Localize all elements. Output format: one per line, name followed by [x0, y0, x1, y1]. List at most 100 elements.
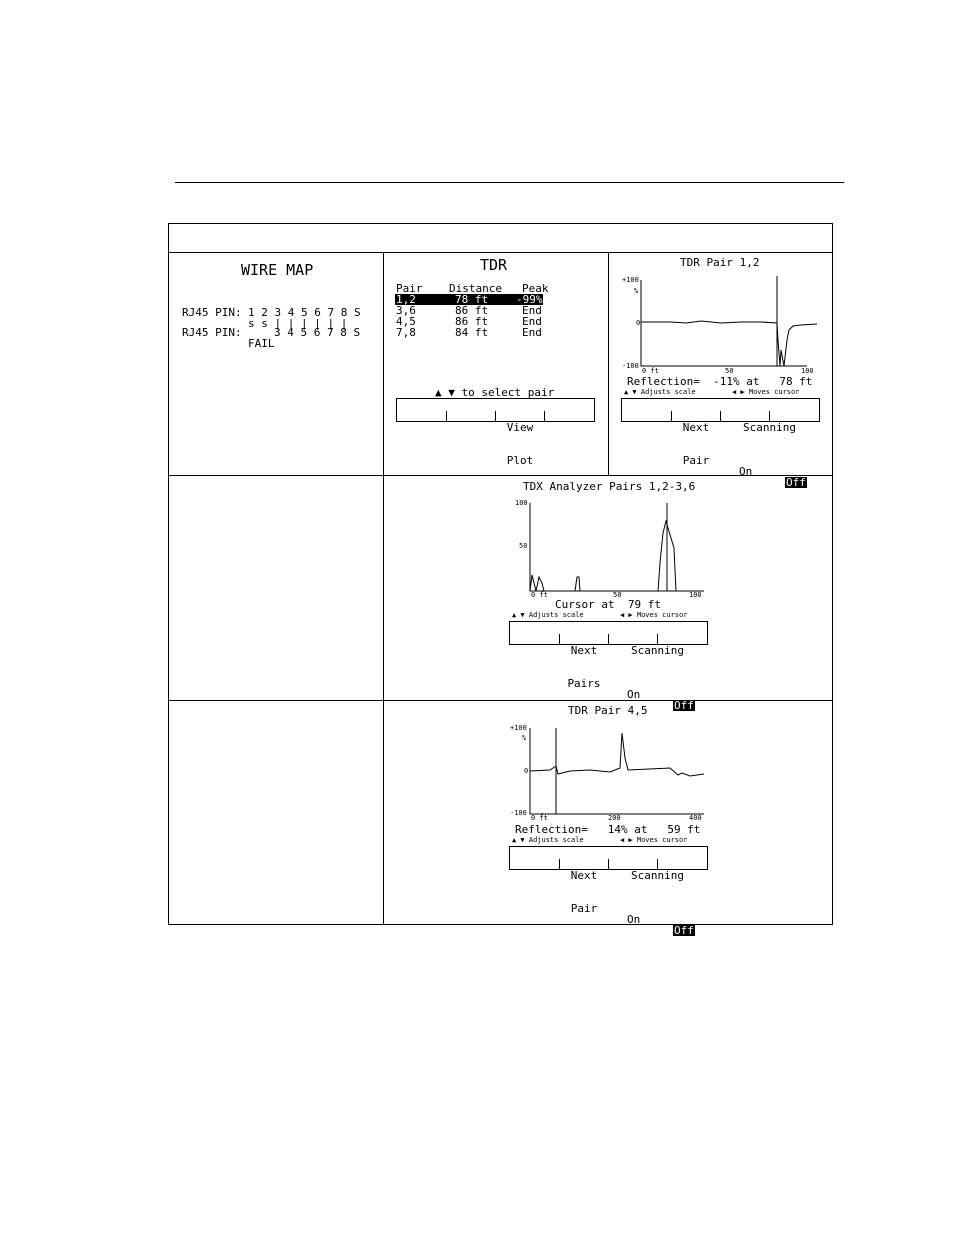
- softkey-divider: [544, 411, 545, 421]
- plot3-title: TDR Pair 4,5: [568, 704, 648, 717]
- softkey-divider: [495, 411, 496, 421]
- plot2-title: TDX Analyzer Pairs 1,2-3,6: [523, 480, 696, 493]
- scanning-label: Scanning: [631, 644, 684, 657]
- plot2-chart: [529, 503, 704, 592]
- column-divider: [383, 252, 384, 924]
- next-pair-label-bottom: Pair: [682, 454, 710, 467]
- tdr-row-pair: 7,8: [396, 326, 416, 339]
- scanning-label: Scanning: [631, 869, 684, 882]
- scanning-off-option[interactable]: Off: [785, 476, 807, 489]
- results-table: [168, 223, 833, 925]
- plot1-xtick: 100: [801, 367, 814, 375]
- softkey-divider: [608, 859, 609, 869]
- wiremap-row2-label: RJ45 PIN:: [182, 326, 242, 339]
- softkey-divider: [608, 634, 609, 644]
- softkey-divider: [671, 411, 672, 421]
- plot1-ytick: -100: [622, 362, 639, 370]
- wiremap-row2-pins: 3 4 5 6 7 8 S: [274, 326, 361, 339]
- plot1-ytick: +100: [622, 276, 639, 284]
- plot3-softkey-bar: Next Pair Scanning On Off: [509, 846, 708, 936]
- scanning-off-option[interactable]: Off: [673, 924, 695, 937]
- tdr-row-peak: End: [522, 304, 542, 317]
- plot2-readout: Cursor at 79 ft: [555, 598, 661, 611]
- plot1-ytick: 0: [636, 319, 641, 327]
- plot3-ytick: -100: [510, 809, 527, 817]
- next-pair-button[interactable]: Next Pair: [559, 848, 609, 936]
- scanning-toggle[interactable]: Scanning On Off: [608, 623, 707, 711]
- plot1-cursor-hint: ◀ ▶ Moves cursor: [732, 388, 800, 396]
- scanning-toggle[interactable]: Scanning On Off: [608, 848, 707, 936]
- plot3-waveform: [529, 732, 705, 777]
- next-pair-button[interactable]: Next Pair: [671, 400, 721, 488]
- wiremap-title: WIRE MAP: [241, 261, 314, 279]
- plot2-xtick: 0 ft: [531, 591, 548, 599]
- softkey-divider: [769, 411, 770, 421]
- tdr-row-peak: -99%: [516, 293, 543, 306]
- plot2-ytick: 50: [519, 542, 528, 550]
- plot1-readout: Reflection= -11% at 78 ft: [627, 375, 813, 388]
- scanning-off-option[interactable]: Off: [673, 699, 695, 712]
- plot3-ytick: 0: [524, 767, 529, 775]
- plot1-waveform: [641, 320, 818, 367]
- plot1-axes: [640, 280, 807, 367]
- softkey-divider: [720, 411, 721, 421]
- plot2-xtick: 50: [613, 591, 622, 599]
- next-pair-label-top: Next: [570, 869, 598, 882]
- next-pair-label-top: Next: [682, 421, 710, 434]
- plot2-ytick: 100: [515, 499, 528, 507]
- plot2-softkey-bar: Next Pairs Scanning On Off: [509, 621, 708, 711]
- scanning-on-option[interactable]: On: [739, 465, 753, 478]
- table-header-divider: [169, 252, 832, 253]
- tdr-row-distance: 86 ft: [455, 315, 489, 328]
- plot3-scale-hint: ▲ ▼ Adjusts scale: [512, 836, 584, 844]
- softkey-divider: [559, 634, 560, 644]
- plot3-yunit: %: [522, 734, 527, 742]
- view-plot-button[interactable]: View Plot: [495, 400, 545, 488]
- header-rule: [175, 182, 844, 183]
- tdr-row-selected[interactable]: 1,2 78 ft -99%: [395, 294, 543, 305]
- plot3-axes: [529, 728, 704, 815]
- plot3-xtick: 200: [608, 814, 621, 822]
- row-divider-2: [169, 700, 832, 701]
- view-plot-label-bottom: Plot: [506, 454, 534, 467]
- plot2-scale-hint: ▲ ▼ Adjusts scale: [512, 611, 584, 619]
- scanning-on-option[interactable]: On: [627, 688, 641, 701]
- wiremap-row1-pins: 1 2 3 4 5 6 7 8 S: [248, 306, 361, 319]
- plot2-xtick: 100: [689, 591, 702, 599]
- next-pairs-label-top: Next: [570, 644, 598, 657]
- next-pairs-label-bottom: Pairs: [567, 677, 601, 690]
- tdr-header-pair: Pair: [396, 282, 423, 295]
- tdr-row-peak: End: [522, 326, 542, 339]
- tdr-row-distance: 86 ft: [455, 304, 489, 317]
- softkey-divider: [657, 859, 658, 869]
- next-pair-label-bottom: Pair: [570, 902, 598, 915]
- plot3-cursor-hint: ◀ ▶ Moves cursor: [620, 836, 688, 844]
- softkey-divider: [559, 859, 560, 869]
- view-plot-label-top: View: [506, 421, 534, 434]
- plot1-softkey-bar: Next Pair Scanning On Off: [621, 398, 820, 488]
- plot1-scale-hint: ▲ ▼ Adjusts scale: [624, 388, 696, 396]
- wiremap-status: FAIL: [248, 337, 275, 350]
- plot2-cursor-hint: ◀ ▶ Moves cursor: [620, 611, 688, 619]
- scanning-on-option[interactable]: On: [627, 913, 641, 926]
- scanning-toggle[interactable]: Scanning On Off: [720, 400, 819, 488]
- tdr-row-pair: 1,2: [396, 293, 416, 306]
- tdr-row-pair: 4,5: [396, 315, 416, 328]
- plot3-ytick: +100: [510, 724, 527, 732]
- row-divider-1: [169, 475, 832, 476]
- tdr-title: TDR: [480, 256, 508, 274]
- scanning-label: Scanning: [743, 421, 796, 434]
- next-pairs-button[interactable]: Next Pairs: [559, 623, 609, 711]
- tdr-row-distance: 84 ft: [455, 326, 489, 339]
- plot3-chart: [529, 728, 705, 815]
- softkey-divider: [657, 634, 658, 644]
- tdr-row-peak: End: [522, 315, 542, 328]
- plot3-readout: Reflection= 14% at 59 ft: [515, 823, 701, 836]
- tdr-header-distance: Distance: [449, 282, 502, 295]
- plot1-chart: [640, 276, 818, 367]
- tdr-softkey-bar: View Plot: [396, 398, 595, 466]
- wiremap-links: s s | | | | | |: [248, 317, 348, 330]
- plot1-xtick: 50: [725, 367, 734, 375]
- plot1-yunit: %: [634, 287, 639, 295]
- plot3-xtick: 0 ft: [531, 814, 548, 822]
